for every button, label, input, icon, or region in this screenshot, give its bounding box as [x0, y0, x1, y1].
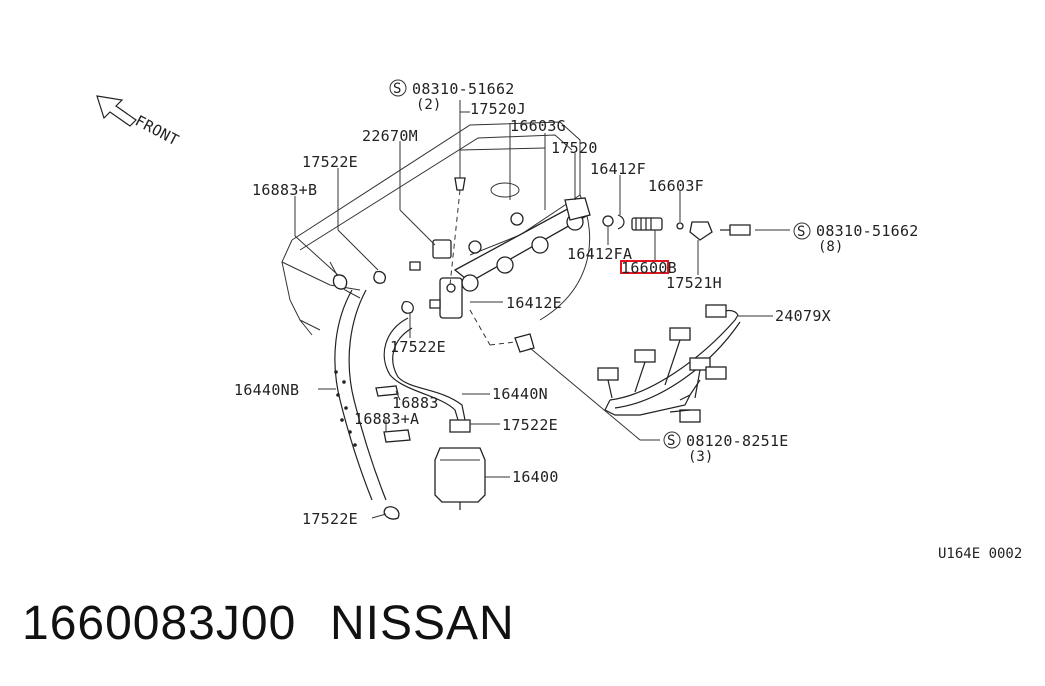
small-parts [332, 177, 751, 353]
callout-16883[interactable]: 16883 [392, 394, 439, 412]
callout-16412e[interactable]: 16412E [506, 294, 562, 312]
front-arrow-icon [96, 95, 137, 127]
callout-16440n[interactable]: 16440N [492, 385, 548, 403]
callout-17522e-top[interactable]: 17522E [302, 153, 358, 171]
callout-16603f[interactable]: 16603F [648, 177, 704, 195]
bolt-symbol-icon: S [797, 224, 805, 240]
callout-16883a[interactable]: 16883+A [354, 410, 419, 428]
callout-24079x[interactable]: 24079X [775, 307, 831, 325]
pressure-regulator [432, 239, 463, 319]
fuel-rail [453, 197, 591, 292]
callout-16883b[interactable]: 16883+B [252, 181, 317, 199]
footer-part-number: 1660083J00 [22, 597, 297, 650]
bolt-symbol-icons: S S S [389, 79, 811, 449]
front-label: FRONT [132, 112, 182, 150]
callout-16412fa[interactable]: 16412FA [567, 245, 632, 263]
callout-bolt-right-qty: (8) [818, 239, 843, 255]
callout-16400[interactable]: 16400 [512, 468, 559, 486]
callout-17521h[interactable]: 17521H [666, 274, 722, 292]
leader-lines [294, 100, 790, 519]
wiring-harness [597, 304, 741, 423]
callout-bolt-low-qty: (3) [688, 449, 713, 465]
callout-17522e-mid[interactable]: 17522E [390, 338, 446, 356]
callout-17520[interactable]: 17520 [551, 139, 598, 157]
callout-labels: 08310-51662 (2) 17520J 22670M 16603G 175… [234, 80, 919, 528]
callout-bolt-top-qty: (2) [416, 97, 441, 113]
diagram-code: U164E 0002 [938, 546, 1022, 562]
callout-16600b[interactable]: 16600B [621, 259, 677, 277]
bolt-symbol-icon: S [393, 81, 401, 97]
callout-bolt-low[interactable]: 08120-8251E [686, 432, 789, 450]
callout-16603g[interactable]: 16603G [510, 117, 566, 135]
bolt-symbol-icon: S [667, 433, 675, 449]
footer-brand: NISSAN [330, 597, 515, 650]
callout-16412f[interactable]: 16412F [590, 160, 646, 178]
callout-17520j[interactable]: 17520J [470, 100, 526, 118]
callout-22670m[interactable]: 22670M [362, 127, 418, 145]
callout-17522e-bottom[interactable]: 17522E [302, 510, 358, 528]
callout-bolt-top[interactable]: 08310-51662 [412, 80, 515, 98]
callout-16440nb[interactable]: 16440NB [234, 381, 299, 399]
callout-17522e-low[interactable]: 17522E [502, 416, 558, 434]
fuel-hoses [334, 289, 466, 520]
fuel-filter [434, 419, 486, 510]
selected-part-highlight [620, 260, 669, 274]
callout-bolt-right[interactable]: 08310-51662 [816, 222, 919, 240]
